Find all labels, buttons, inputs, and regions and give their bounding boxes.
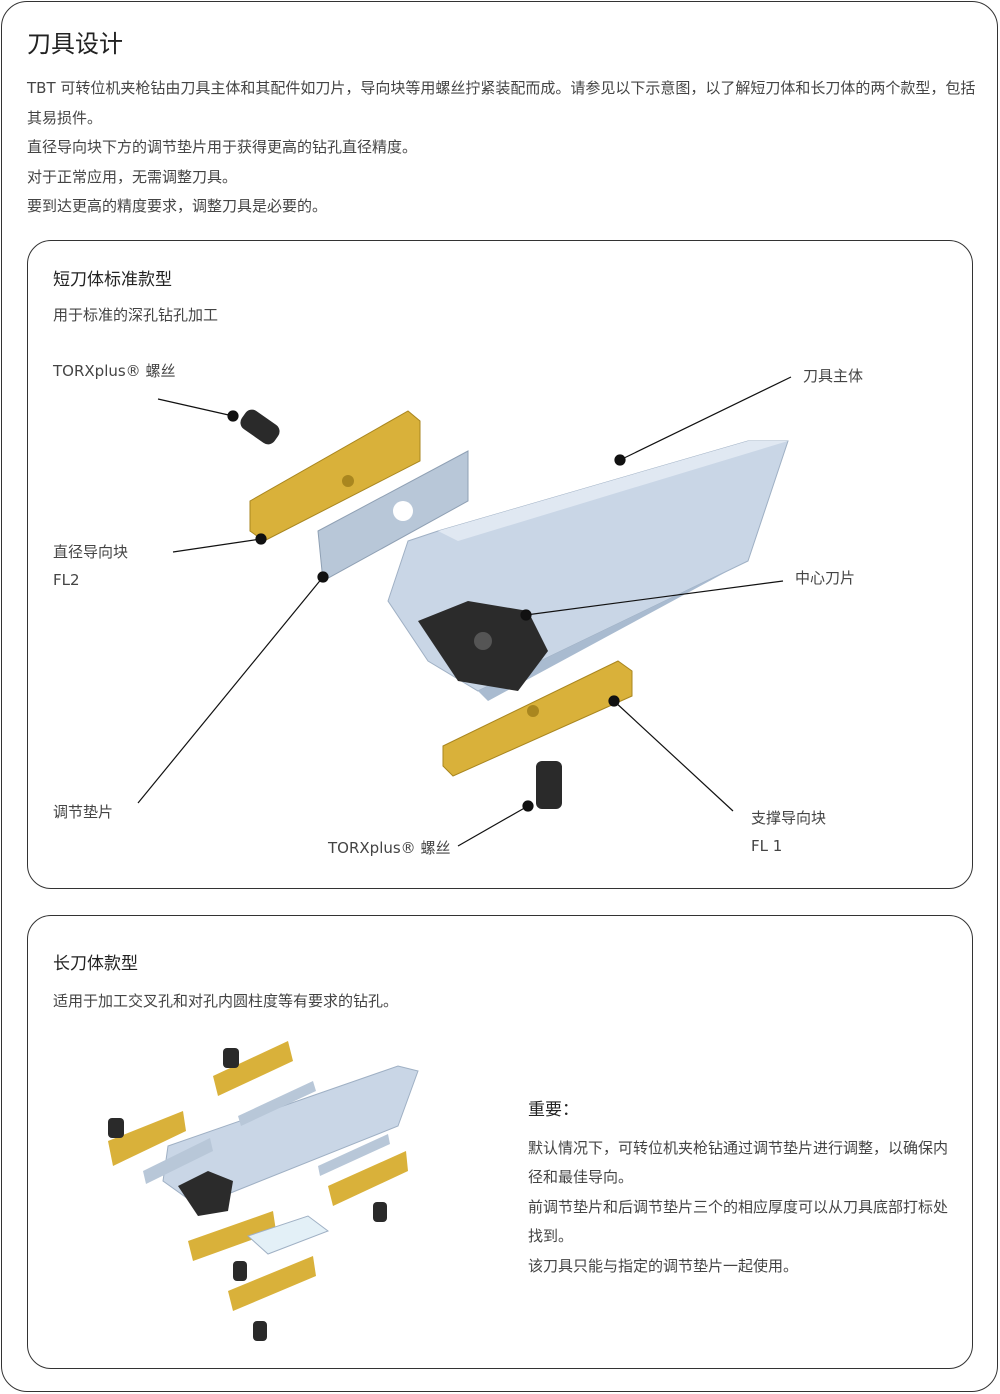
long-body-subtitle: 适用于加工交叉孔和对孔内圆柱度等有要求的钻孔。 [53,992,399,1010]
intro-text: TBT 可转位机夹枪钻由刀具主体和其配件如刀片，导向块等用螺丝拧紧装配而成。请参… [27,74,977,222]
label-shim: 调节垫片 [53,803,114,821]
shim [318,1134,390,1176]
intro-paragraph: 直径导向块下方的调节垫片用于获得更高的钻孔直径精度。 [27,138,418,156]
short-body-title: 短刀体标准款型 [53,270,172,290]
long-body-diagram [108,1041,419,1341]
label-center-insert: 中心刀片 [795,569,856,587]
important-item: 前调节垫片和后调节垫片三个的相应厚度可以从刀具底部打标处找到。 [528,1197,949,1246]
gold-pad [328,1151,408,1206]
gold-pad [188,1211,276,1261]
intro-paragraph: 对于正常应用，无需调整刀具。 [27,167,238,186]
shim [247,1215,330,1255]
label-support-guide: 支撑导向块 [751,809,827,827]
important-note: 重要： 默认情况下，可转位机夹枪钻通过调节垫片进行调整，以确保内径和最佳导向。 … [528,1096,948,1281]
intro-paragraph: 要到达更高的精度要求，调整刀具是必要的。 [27,197,328,215]
label-guide-fl2: FL2 [53,571,80,589]
long-body-panel: 长刀体款型 适用于加工交叉孔和对孔内圆柱度等有要求的钻孔。 重要： 默认情况下，… [27,915,973,1369]
important-item: 该刀具只能与指定的调节垫片一起使用。 [528,1256,799,1275]
label-screw-top: TORXplus® 螺丝 [53,362,176,380]
guide-pad-fl1 [442,660,633,777]
label-screw-bottom: TORXplus® 螺丝 [328,839,451,857]
long-insert [178,1171,233,1216]
short-body-subtitle: 用于标准的深孔钻孔加工 [53,306,219,324]
short-body-panel: 短刀体标准款型 用于标准的深孔钻孔加工 TORXplus® 螺丝 刀具主体 直径… [27,240,973,889]
gold-pad [108,1111,186,1166]
page-title: 刀具设计 [27,30,123,58]
guide-pad-fl2 [249,410,421,542]
important-title: 重要： [528,1100,579,1120]
adjustment-shim [317,450,469,582]
screw-bottom [536,761,562,809]
long-tool-body [162,1065,419,1207]
short-body-diagram [137,376,792,847]
label-guide-fl1: FL 1 [751,837,783,855]
long-body-title: 长刀体款型 [53,954,138,974]
gold-pad [213,1041,293,1096]
tool-body-top [438,441,788,541]
shim [143,1138,213,1184]
tool-body-shade [478,561,748,701]
shim [238,1081,316,1126]
important-item: 默认情况下，可转位机夹枪钻通过调节垫片进行调整，以确保内径和最佳导向。 [528,1138,949,1187]
gold-pad [228,1256,316,1311]
screw-top [240,409,280,445]
label-tool-body: 刀具主体 [803,367,864,385]
insert-screw-icon [474,632,492,650]
label-diameter-guide: 直径导向块 [53,543,129,561]
intro-paragraph: TBT 可转位机夹枪钻由刀具主体和其配件如刀片，导向块等用螺丝拧紧装配而成。请参… [27,79,976,127]
